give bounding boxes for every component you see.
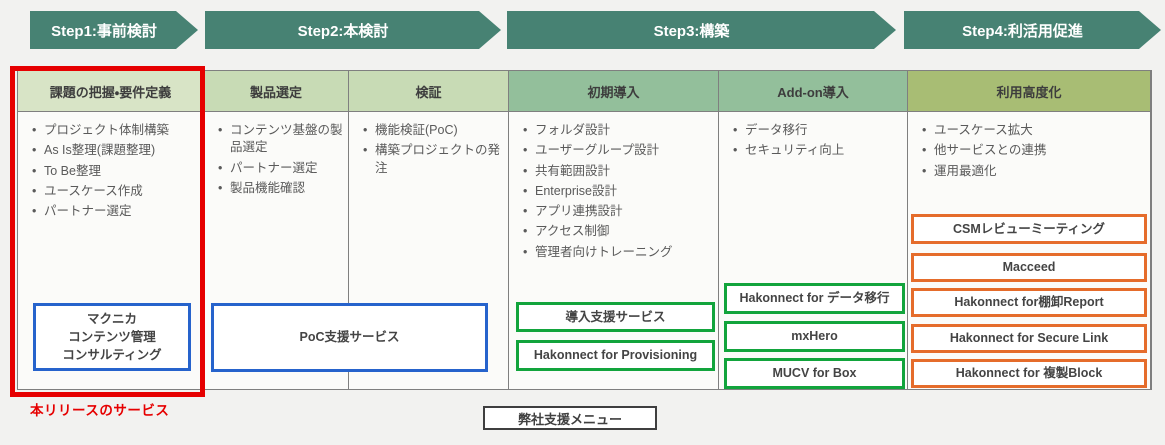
bullet-item: ユーザーグループ設計 [521,142,713,160]
bullet-item: 運用最適化 [920,163,1145,181]
column-body: ユースケース拡大 他サービスとの連携 運用最適化 [908,112,1150,389]
bullet-item: 共有範囲設計 [521,163,713,181]
column-challenge-definition: 課題の把握・要件定義 プロジェクト体制構築 As Is整理(課題整理) To B… [18,71,204,389]
poc-support-box: PoC支援サービス [211,303,488,372]
step4-arrow: Step4:利活用促進 [904,11,1161,49]
bullet-item: Enterprise設計 [521,183,713,201]
consulting-line: コンサルティング [62,348,162,363]
bullet-item: 管理者向けトレーニング [521,244,713,262]
column-product-selection: 製品選定 コンテンツ基盤の製品選定 パートナー選定 製品機能確認 [204,71,349,389]
bullet-item: データ移行 [731,122,902,140]
step3-arrow: Step3:構築 [507,11,896,49]
bullet-item: アクセス制御 [521,223,713,241]
step1-arrow: Step1:事前検討 [30,11,198,49]
column-body: コンテンツ基盤の製品選定 パートナー選定 製品機能確認 [204,112,348,389]
bullet-list: プロジェクト体制構築 As Is整理(課題整理) To Be整理 ユースケース作… [30,122,198,221]
bullet-item: 機能検証(PoC) [361,122,503,140]
bullet-item: コンテンツ基盤の製品選定 [216,122,343,157]
step2-arrow: Step2:本検討 [205,11,501,49]
data-migration-box: Hakonnect for データ移行 [724,283,905,314]
column-header: 初期導入 [509,71,718,112]
csm-review-box: CSMレビューミーティング [911,214,1147,244]
bullet-list: ユースケース拡大 他サービスとの連携 運用最適化 [920,122,1145,180]
column-addon-deployment: Add-on導入 データ移行 セキュリティ向上 [719,71,908,389]
mucv-box: MUCV for Box [724,358,905,389]
bullet-item: アプリ連携設計 [521,203,713,221]
bullet-item: ユースケース拡大 [920,122,1145,140]
column-body: フォルダ設計 ユーザーグループ設計 共有範囲設計 Enterprise設計 アプ… [509,112,718,389]
consulting-service-box: マクニカ コンテンツ管理 コンサルティング [33,303,191,371]
bullet-item: ユースケース作成 [30,183,198,201]
consulting-line: マクニカ [86,311,137,326]
secure-link-box: Hakonnect for Secure Link [911,324,1147,353]
bullet-list: コンテンツ基盤の製品選定 パートナー選定 製品機能確認 [216,122,343,197]
support-menu-label: 弊社支援メニュー [483,406,657,430]
bullet-item: パートナー選定 [30,203,198,221]
column-body: データ移行 セキュリティ向上 [719,112,907,389]
column-header: 製品選定 [204,71,348,112]
bullet-list: 機能検証(PoC) 構築プロジェクトの発注 [361,122,503,177]
process-table: 課題の把握・要件定義 プロジェクト体制構築 As Is整理(課題整理) To B… [17,70,1152,390]
step4-label: Step4:利活用促進 [962,22,1083,40]
column-body: 機能検証(PoC) 構築プロジェクトの発注 [349,112,508,389]
release-note-label: 本リリースのサービス [30,403,170,418]
bullet-item: パートナー選定 [216,160,343,178]
provisioning-box: Hakonnect for Provisioning [516,340,715,371]
bullet-item: As Is整理(課題整理) [30,142,198,160]
bullet-item: 製品機能確認 [216,180,343,198]
bullet-item: プロジェクト体制構築 [30,122,198,140]
bullet-item: 他サービスとの連携 [920,142,1145,160]
bullet-list: データ移行 セキュリティ向上 [731,122,902,160]
column-header: 利用高度化 [908,71,1150,112]
bullet-item: フォルダ設計 [521,122,713,140]
column-header: Add-on導入 [719,71,907,112]
column-header: 検証 [349,71,508,112]
bullet-item: セキュリティ向上 [731,142,902,160]
column-initial-deployment: 初期導入 フォルダ設計 ユーザーグループ設計 共有範囲設計 Enterprise… [509,71,719,389]
bullet-list: フォルダ設計 ユーザーグループ設計 共有範囲設計 Enterprise設計 アプ… [521,122,713,261]
column-advanced-usage: 利用高度化 ユースケース拡大 他サービスとの連携 運用最適化 [908,71,1151,389]
inventory-report-box: Hakonnect for棚卸Report [911,288,1147,317]
mxhero-box: mxHero [724,321,905,352]
bullet-item: 構築プロジェクトの発注 [361,142,503,177]
copy-block-box: Hakonnect for 複製Block [911,359,1147,388]
column-body: プロジェクト体制構築 As Is整理(課題整理) To Be整理 ユースケース作… [18,112,203,389]
deployment-support-box: 導入支援サービス [516,302,715,332]
step2-label: Step2:本検討 [297,22,389,40]
step3-label: Step3:構築 [653,22,730,40]
step1-label: Step1:事前検討 [51,22,157,40]
bullet-item: To Be整理 [30,163,198,181]
macceed-box: Macceed [911,253,1147,282]
column-verification: 検証 機能検証(PoC) 構築プロジェクトの発注 [349,71,509,389]
consulting-line: コンテンツ管理 [68,329,156,344]
column-header: 課題の把握・要件定義 [18,71,203,112]
